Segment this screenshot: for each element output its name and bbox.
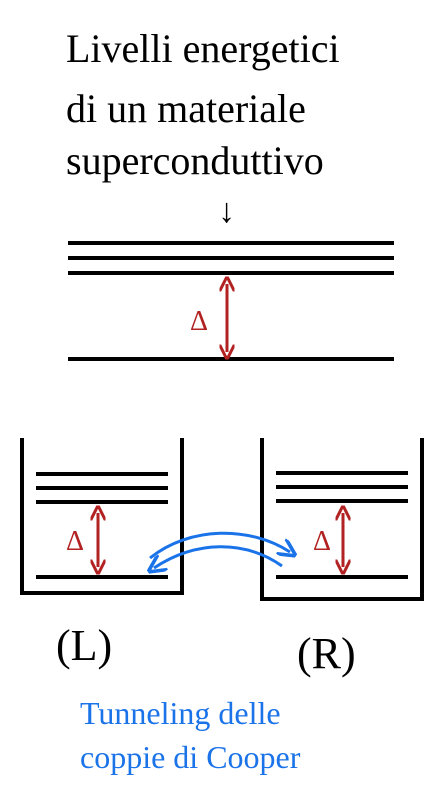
right-container	[260, 438, 424, 601]
right-gap-delta-label: Δ	[313, 526, 331, 557]
material-gap: Δ	[190, 284, 227, 352]
left-gap-delta-label: Δ	[66, 526, 84, 557]
gap-delta-label: Δ	[190, 306, 208, 337]
left-container	[20, 438, 184, 595]
tunneling-arrow-right-icon	[149, 531, 290, 560]
tunneling-arrow-left-icon	[154, 545, 283, 568]
right-label: (R)	[297, 629, 356, 678]
tunneling-arrows	[149, 531, 290, 568]
title: Livelli energetici di un materiale super…	[66, 26, 340, 183]
right-superconductor: Δ	[260, 438, 424, 601]
caption: Tunneling delle coppie di Cooper	[80, 695, 301, 775]
caption-line-1: Tunneling delle	[80, 695, 281, 731]
title-line-3: superconduttivo	[66, 138, 324, 183]
material-energy-levels	[68, 241, 394, 361]
caption-line-2: coppie di Cooper	[80, 739, 301, 775]
title-line-1: Livelli energetici	[66, 26, 340, 71]
title-line-2: di un materiale	[66, 86, 306, 131]
down-arrow-icon: ↓	[218, 193, 235, 230]
left-superconductor: Δ	[20, 438, 184, 595]
left-label: (L)	[56, 621, 112, 670]
